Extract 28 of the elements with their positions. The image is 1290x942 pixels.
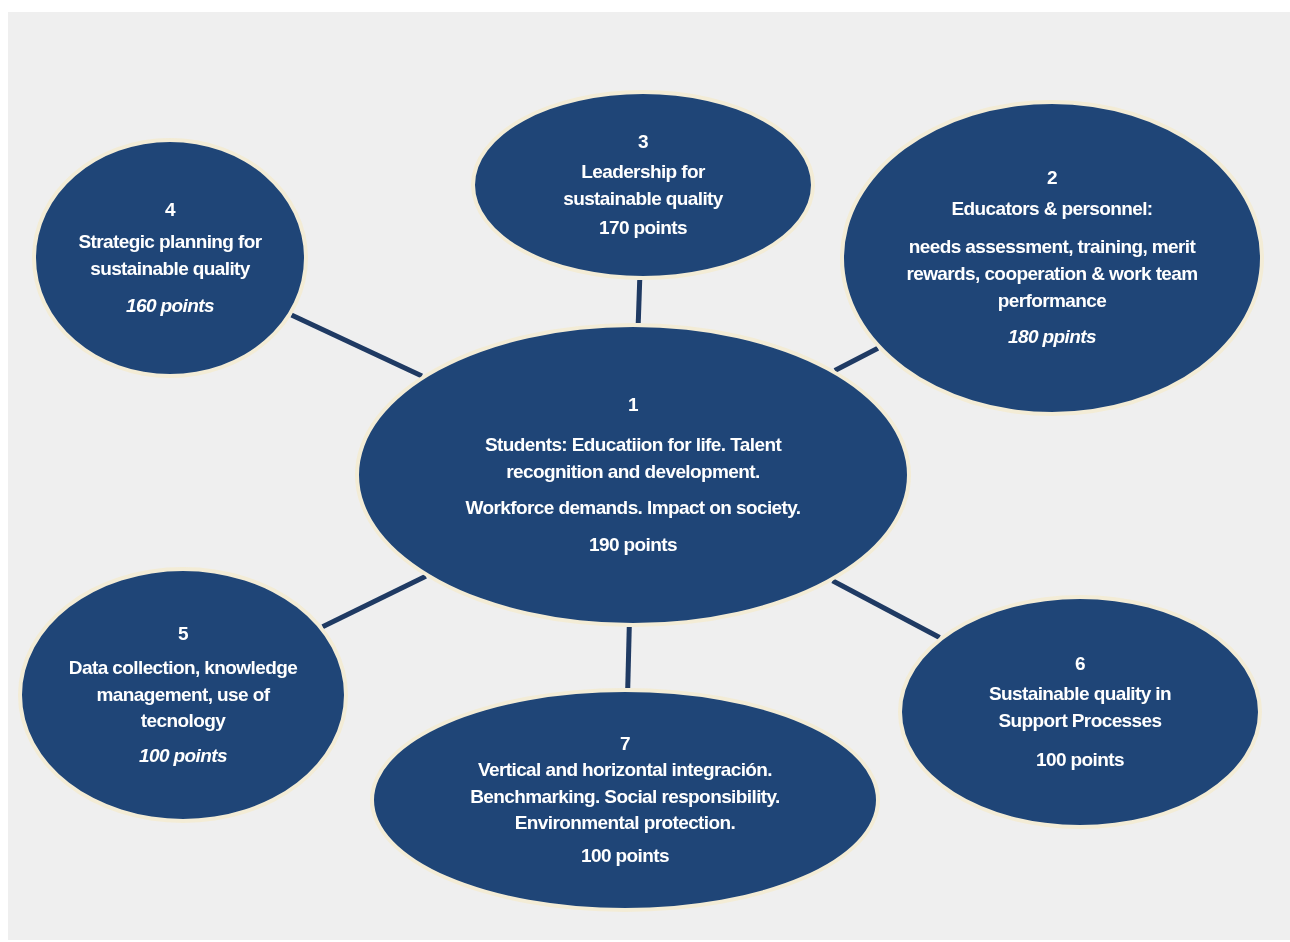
node-text: 190 points	[589, 532, 677, 557]
node-text: Workforce demands. Impact on society.	[465, 496, 801, 521]
connector-line	[625, 626, 632, 689]
node-text: needs assessment, training, merit rewards, cooperation & work team performance	[905, 235, 1199, 313]
node-text: 100 points	[139, 743, 227, 768]
node-text: 100 points	[581, 843, 669, 868]
connector-line	[831, 578, 941, 640]
node-text: 160 points	[126, 293, 214, 318]
node-text: Students: Educatiion for life. Talent recognition and development.	[483, 433, 783, 484]
node-text: 3	[638, 129, 648, 154]
node-text: 5	[178, 621, 188, 646]
node-text: Sustainable quality in Support Processes	[987, 682, 1173, 733]
connector-line	[635, 279, 643, 324]
node-text: 170 points	[599, 215, 687, 240]
node-text: Data collection, knowledge management, use of tecnology	[67, 656, 299, 734]
connector-line	[290, 312, 423, 379]
node-text: Vertical and horizontal integración. Benchmarking. Social responsibility. Environmental protection.	[469, 758, 781, 836]
connector-line	[833, 345, 880, 373]
node-text: Leadership for sustainable quality	[562, 160, 724, 211]
node-text: 6	[1075, 651, 1085, 676]
node-text: 1	[628, 392, 638, 417]
node-text: 180 ppints	[1008, 325, 1096, 350]
node-text: 2	[1047, 166, 1057, 191]
node-text: Educators & personnel:	[951, 196, 1153, 221]
node-text: 100 points	[1036, 747, 1124, 772]
node-text: Strategic planning for sustainable quality	[77, 230, 263, 281]
node-text: 4	[165, 197, 175, 222]
node-text: 7	[620, 731, 630, 756]
